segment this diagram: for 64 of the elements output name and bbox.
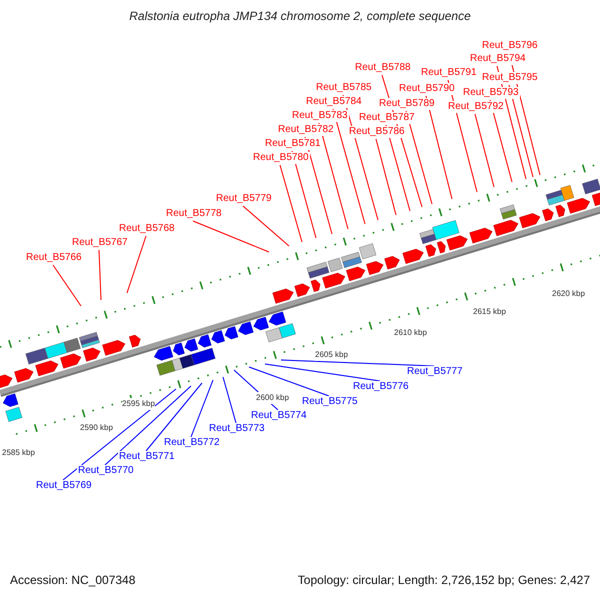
gene-label: Reut_B5772 [163, 437, 221, 449]
gene-label: Reut_B5781 [264, 138, 322, 150]
leader-line [318, 122, 348, 230]
gene-label: Reut_B5770 [77, 465, 135, 477]
leader-line [304, 136, 332, 234]
scale-label: 2585 kbp [2, 447, 35, 459]
title: Ralstonia eutropha JMP134 chromosome 2, complete sequence [128, 10, 472, 22]
leader-line [376, 138, 396, 216]
footer-text: Accession: NC_007348 [10, 574, 136, 586]
gene-label: Reut_B5785 [315, 82, 373, 94]
gene-label: Reut_B5773 [208, 423, 266, 435]
scale-label: 2605 kbp [315, 349, 348, 361]
leader-line [490, 100, 512, 182]
scale-label: 2610 kbp [394, 327, 427, 339]
gene-label: Reut_B5789 [378, 98, 436, 110]
leader-line [52, 264, 82, 306]
gene-label: Reut_B5769 [35, 480, 93, 492]
gene-label: Reut_B5767 [71, 237, 129, 249]
gene-label: Reut_B5796 [481, 40, 539, 52]
gene-label: Reut_B5771 [118, 451, 176, 463]
gene-label: Reut_B5783 [291, 110, 349, 122]
gene-label: Reut_B5777 [406, 366, 464, 378]
leader-line [242, 206, 290, 246]
leader-line [146, 382, 202, 452]
gene-label: Reut_B5774 [250, 410, 308, 422]
gene-label: Reut_B5784 [305, 96, 363, 108]
leader-line [332, 108, 366, 224]
gene-label: Reut_B5791 [420, 67, 478, 79]
leader-line [280, 360, 434, 366]
gene-label: Reut_B5780 [252, 152, 310, 164]
leader-line [62, 388, 176, 480]
gene-label: Reut_B5795 [481, 72, 539, 84]
gene-label: Reut_B5778 [165, 208, 223, 220]
gene-label: Reut_B5782 [277, 124, 335, 136]
leader-line [126, 236, 146, 294]
gene-label: Reut_B5792 [447, 101, 505, 113]
leader-line [248, 366, 330, 396]
gene-label: Reut_B5768 [118, 223, 176, 235]
leader-line [264, 364, 380, 382]
scale-label: 2615 kbp [473, 306, 506, 318]
leader-line [192, 220, 270, 252]
leader-line [104, 386, 192, 466]
leader-line [98, 250, 102, 300]
scale-label: 2600 kbp [256, 392, 289, 404]
gene-label: Reut_B5786 [348, 126, 406, 138]
gene-label: Reut_B5776 [352, 381, 410, 393]
leader-line [280, 164, 302, 242]
scale-label: 2590 kbp [80, 422, 113, 434]
gene-label: Reut_B5794 [469, 53, 527, 65]
gene-label: Reut_B5790 [398, 83, 456, 95]
leader-line [474, 114, 494, 188]
scale-label: 2620 kbp [552, 288, 585, 300]
leader-line [508, 84, 534, 178]
gene-label: Reut_B5788 [354, 62, 412, 74]
leader-line [190, 380, 214, 438]
leader-line [426, 96, 452, 200]
footer-text: Topology: circular; Length: 2,726,152 bp; Genes: 2,427 [298, 574, 590, 586]
leader-line [222, 376, 236, 424]
gene-label: Reut_B5779 [215, 193, 273, 205]
scale-label: 2595 kbp [122, 398, 155, 410]
gene-label: Reut_B5766 [25, 252, 83, 264]
gene-label: Reut_B5787 [358, 112, 416, 124]
gene-label: Reut_B5775 [301, 396, 359, 408]
gene-label: Reut_B5793 [462, 87, 520, 99]
